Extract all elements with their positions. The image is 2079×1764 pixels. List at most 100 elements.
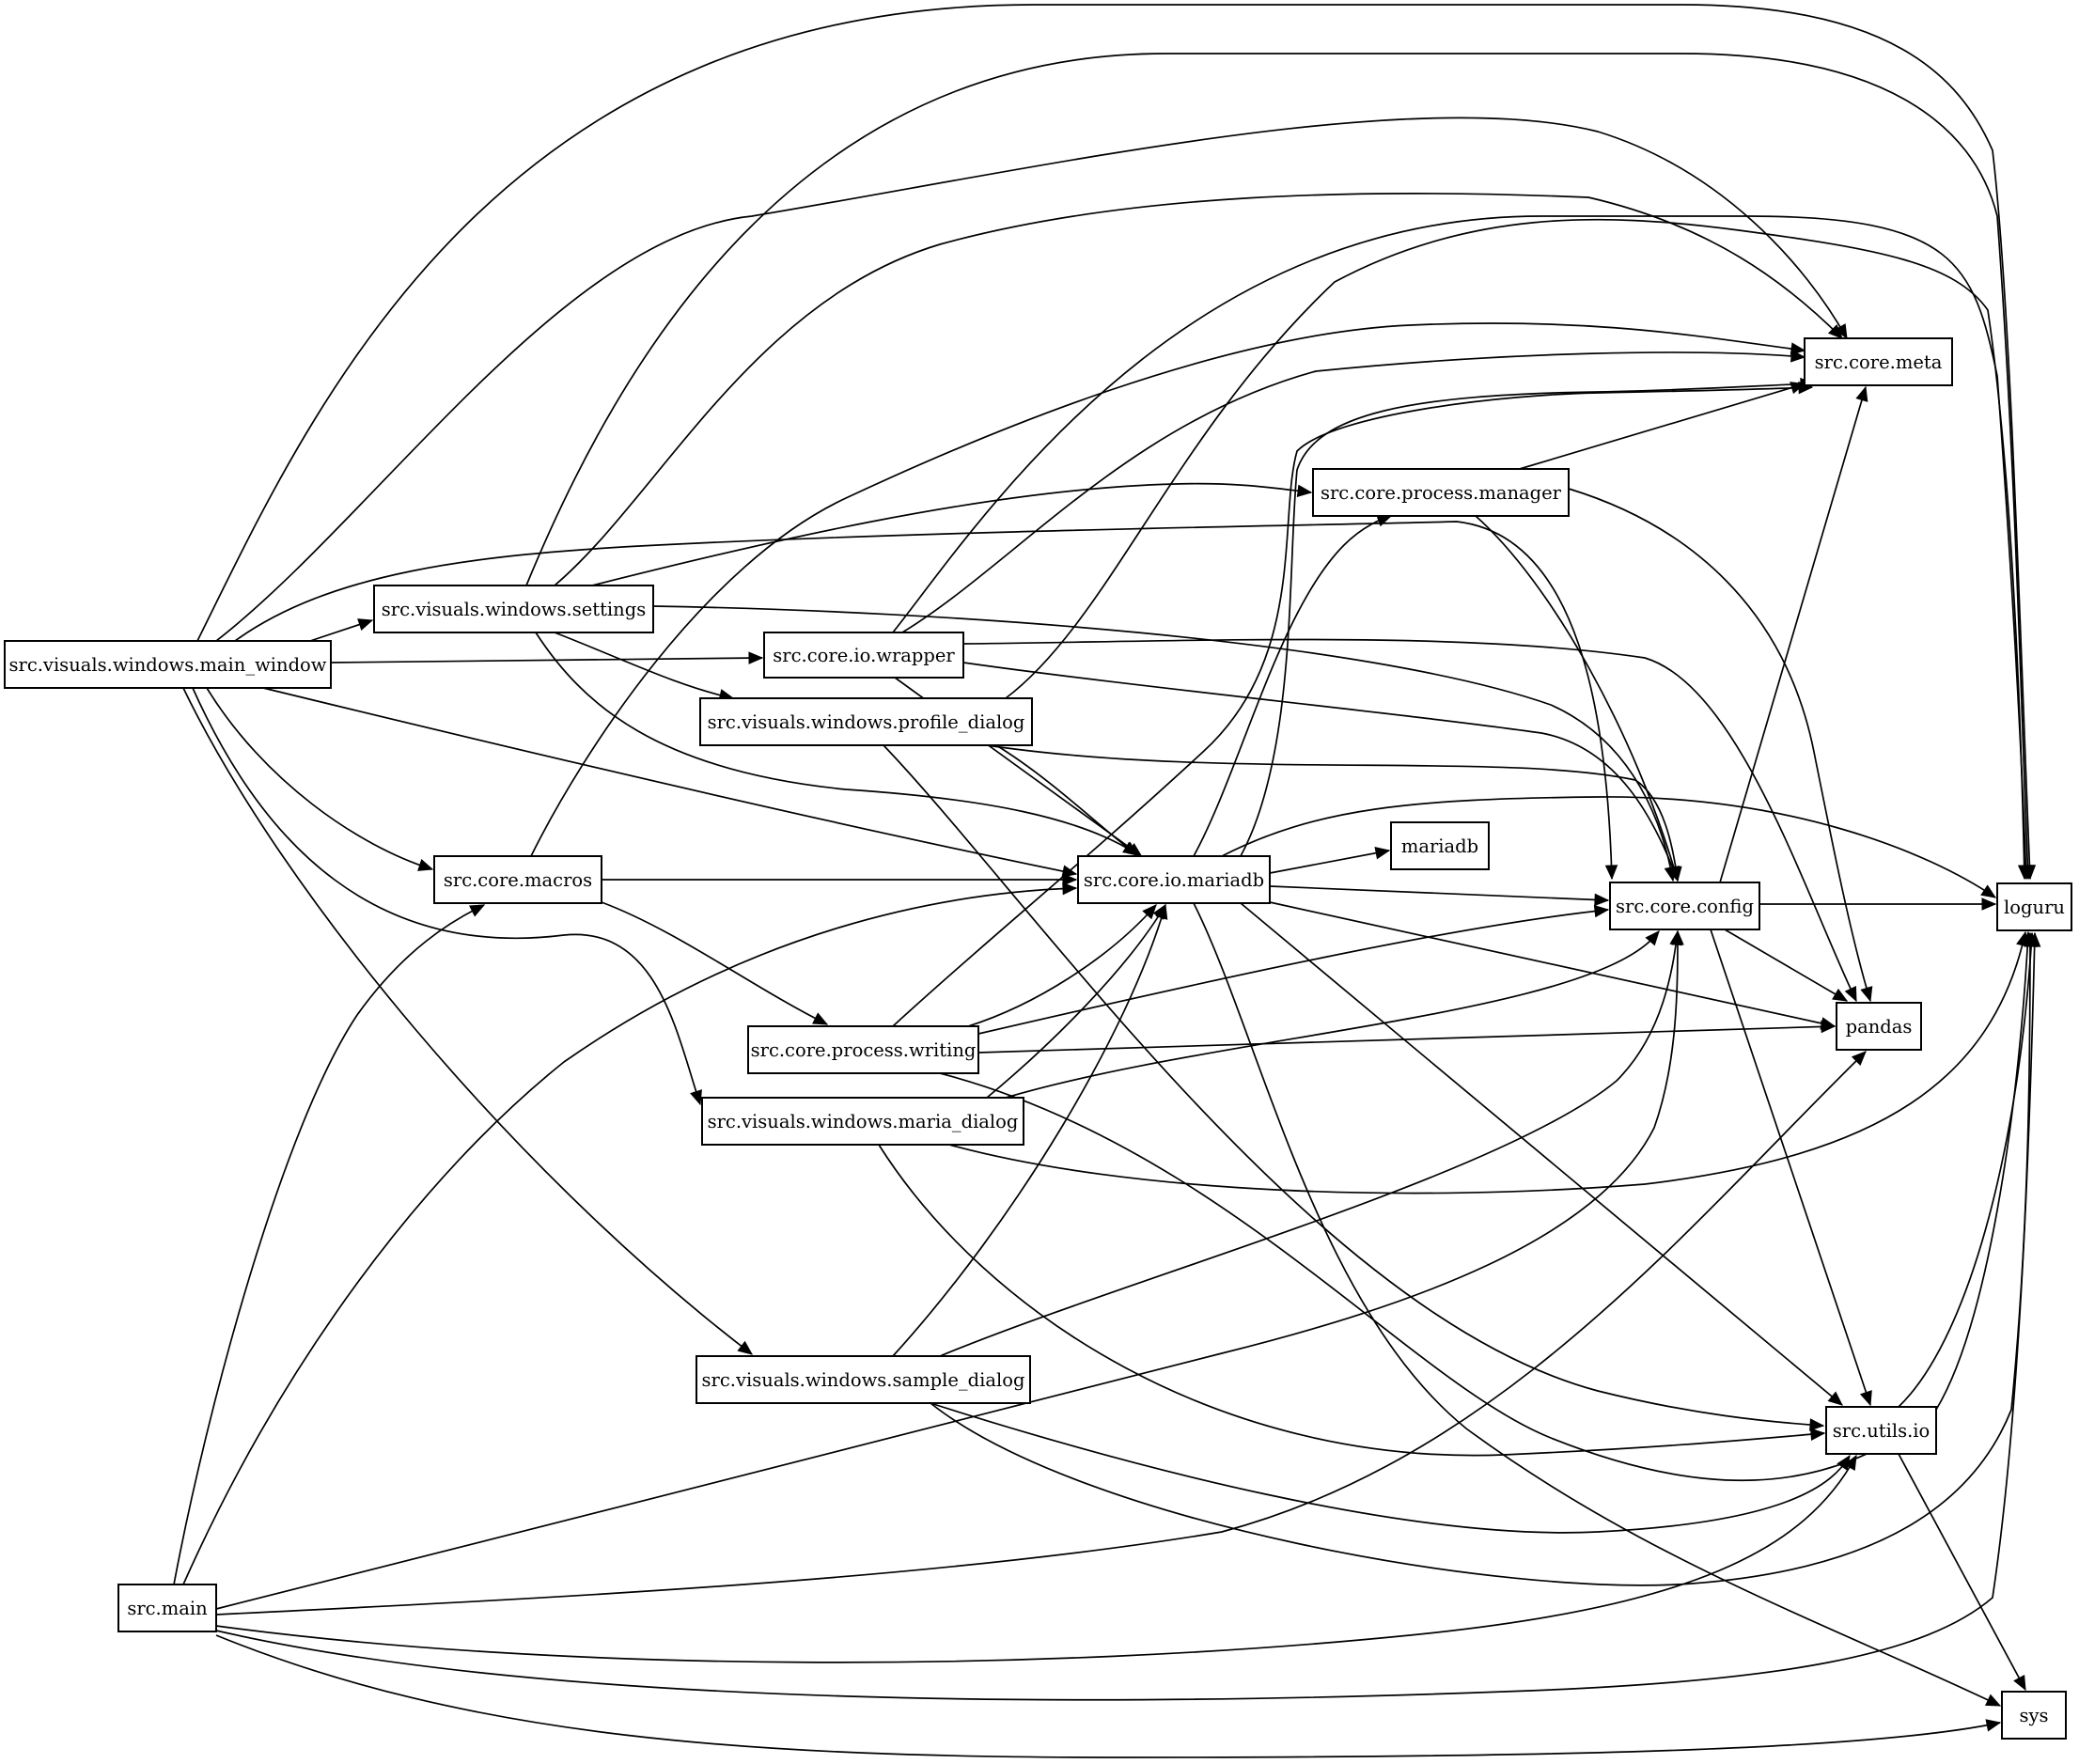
node-box	[699, 697, 1033, 746]
node-label: src.visuals.windows.profile_dialog	[708, 711, 1025, 733]
node-label: src.core.io.wrapper	[773, 645, 955, 666]
node-utils-io: src.utils.io	[1825, 1406, 1937, 1455]
edge-settings-to-profile_dialog	[554, 632, 734, 699]
node-label: src.utils.io	[1833, 1420, 1930, 1442]
node-box	[1996, 882, 2072, 931]
edge-mariadb_io-to-meta	[1240, 382, 1815, 857]
arrowhead-profile_dialog-to-loguru	[2017, 865, 2031, 881]
edge-maria_dialog-to-loguru	[948, 931, 2026, 1194]
edge-main_window-to-macros	[206, 687, 433, 870]
node-manager: src.core.process.manager	[1312, 468, 1570, 517]
edge-main_window-to-meta	[215, 117, 1848, 642]
arrowhead-writing-to-pandas	[1821, 1020, 1837, 1034]
arrowhead-settings-to-meta	[1827, 324, 1843, 339]
node-main-window: src.visuals.windows.main_window	[4, 640, 332, 689]
edge-settings-to-manager	[591, 482, 1312, 586]
node-box	[373, 585, 654, 633]
edge-main_window-to-wrapper	[330, 657, 763, 663]
edge-mariadb_io-to-mariadb	[1269, 850, 1390, 874]
node-label: src.visuals.windows.main_window	[8, 654, 326, 676]
node-box	[747, 1025, 979, 1074]
edge-manager-to-config	[1475, 515, 1679, 882]
node-pandas: pandas	[1836, 1002, 1922, 1051]
edges-layer	[173, 4, 2041, 1758]
edge-main-to-mariadb_io	[182, 887, 1077, 1585]
node-config: src.core.config	[1609, 882, 1760, 930]
edge-main_window-to-config	[234, 521, 1613, 880]
edge-settings-to-loguru	[525, 53, 2029, 880]
edge-writing-to-mariadb_io	[967, 904, 1157, 1027]
arrowhead-main_window-to-maria_dialog	[690, 1089, 702, 1106]
node-label: loguru	[2004, 897, 2065, 918]
node-label: mariadb	[1401, 835, 1478, 857]
arrowhead-writing-to-mariadb_io	[1142, 904, 1157, 920]
edge-maria_dialog-to-config	[1005, 930, 1660, 1099]
edge-writing-to-meta	[892, 386, 1813, 1027]
arrowhead-writing-to-config	[1593, 904, 1610, 918]
edge-main_window-to-maria_dialog	[192, 687, 701, 1105]
node-box	[4, 640, 332, 689]
arrowhead-config-to-meta	[1855, 385, 1868, 402]
edge-manager-to-meta	[1519, 382, 1805, 470]
arrowhead-settings-to-manager	[1296, 484, 1313, 497]
node-box	[1077, 855, 1271, 904]
arrowhead-main-to-utils_io	[1843, 1454, 1857, 1471]
edge-mariadb_io-to-config	[1269, 885, 1609, 901]
arrowhead-mariadb_io-to-sys	[1985, 1694, 2002, 1707]
edge-config-to-pandas	[1724, 929, 1848, 1002]
edge-sample_dialog-to-utils_io	[930, 1402, 1851, 1534]
node-label: pandas	[1846, 1016, 1913, 1038]
node-wrapper: src.core.io.wrapper	[763, 632, 964, 679]
edge-profile_dialog-to-config	[986, 744, 1679, 882]
arrowhead-maria_dialog-to-loguru	[2016, 930, 2029, 947]
node-label: src.core.meta	[1815, 351, 1943, 373]
arrowhead-main-to-mariadb_io	[1062, 882, 1078, 896]
edge-main-to-utils_io	[215, 1455, 1857, 1663]
arrowhead-macros-to-mariadb_io	[1062, 873, 1078, 886]
node-macros: src.core.macros	[433, 855, 602, 904]
arrowhead-utils_io-to-sys	[2013, 1675, 2026, 1692]
node-label: src.visuals.windows.sample_dialog	[702, 1369, 1025, 1391]
arrowhead-macros-to-writing	[812, 1012, 829, 1025]
node-box	[2001, 1691, 2067, 1740]
arrowhead-config-to-loguru	[1981, 898, 1997, 911]
node-label: src.core.process.writing	[751, 1039, 977, 1061]
node-box	[763, 632, 964, 679]
arrowhead-config-to-pandas	[1832, 988, 1849, 1002]
arrowhead-main-to-config	[1671, 929, 1684, 945]
edge-main-to-loguru	[215, 932, 2036, 1701]
edge-wrapper-to-config	[962, 662, 1679, 882]
edge-main-to-macros	[173, 904, 485, 1585]
node-label: src.main	[127, 1598, 208, 1619]
arrowhead-sample_dialog-to-mariadb_io	[1155, 903, 1168, 920]
node-label: src.core.config	[1616, 896, 1754, 917]
edge-macros-to-writing	[601, 901, 828, 1025]
node-box	[696, 1355, 1031, 1404]
edge-config-to-utils_io	[1710, 929, 1871, 1406]
edge-main-to-sys	[215, 1634, 2001, 1758]
edge-utils_io-to-sys	[1898, 1453, 2026, 1691]
edge-settings-to-config	[652, 605, 1674, 882]
arrowhead-main_window-to-settings	[357, 618, 374, 631]
edge-writing-to-config	[977, 909, 1609, 1035]
arrowhead-manager-to-pandas	[1860, 986, 1873, 1003]
node-box	[1312, 468, 1570, 517]
node-settings: src.visuals.windows.settings	[373, 585, 654, 633]
node-writing: src.core.process.writing	[747, 1025, 979, 1074]
edge-mariadb_io-to-loguru	[1221, 796, 1996, 898]
arrowhead-main-to-loguru	[2027, 931, 2041, 947]
edge-wrapper-to-loguru	[892, 215, 2027, 880]
edge-mariadb_io-to-utils_io	[1240, 902, 1843, 1406]
node-box	[1390, 821, 1490, 870]
node-box	[701, 1097, 1024, 1146]
arrowhead-macros-to-meta	[1790, 342, 1806, 355]
nodes-layer: src.visuals.windows.main_window src.visua…	[4, 337, 2072, 1740]
node-meta: src.core.meta	[1804, 337, 1953, 386]
arrowhead-mariadb_io-to-loguru	[1980, 884, 1997, 898]
edge-maria_dialog-to-mariadb_io	[986, 904, 1166, 1099]
arrowhead-mariadb_io-to-config	[1594, 893, 1610, 907]
edge-settings-to-mariadb_io	[535, 632, 1138, 855]
node-profile-dialog: src.visuals.windows.profile_dialog	[699, 697, 1033, 746]
node-mariadb: mariadb	[1390, 821, 1490, 870]
